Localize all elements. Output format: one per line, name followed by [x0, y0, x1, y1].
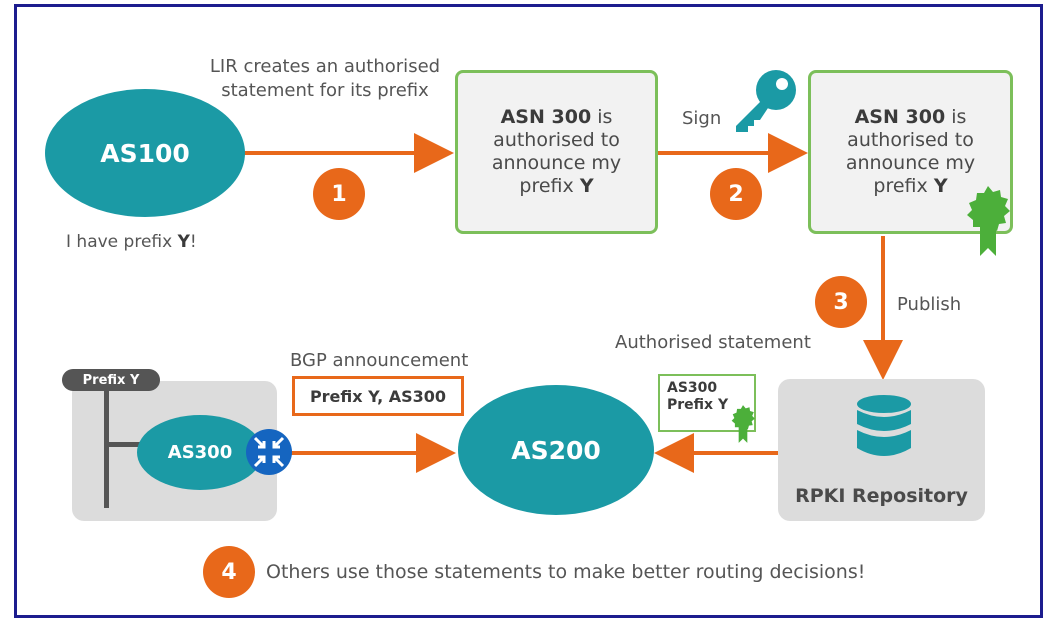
statement2-line2: authorised to	[847, 129, 974, 151]
lir-caption: LIR creates an authorised statement for …	[200, 55, 450, 103]
network-bus-vertical	[104, 390, 109, 508]
statement1-line2: authorised to	[493, 129, 620, 151]
statement2-asn: ASN 300	[854, 106, 946, 128]
authorised-statement-label: Authorised statement	[615, 332, 811, 353]
seal-icon	[731, 405, 755, 443]
step-3-badge: 3	[815, 276, 867, 328]
as200-node: AS200	[458, 385, 654, 515]
prefix-y-tag-label: Prefix Y	[82, 372, 140, 388]
statement2-line4-bold: Y	[933, 175, 948, 197]
certificate-line1: AS300	[667, 380, 718, 396]
as200-label: AS200	[511, 435, 601, 465]
certificate-line2: Prefix Y	[667, 397, 729, 413]
database-icon	[857, 395, 911, 456]
have-prefix-post: !	[189, 232, 197, 252]
bgp-announcement-label: BGP announcement	[290, 350, 469, 371]
router-icon	[246, 429, 292, 475]
statement-box-unsigned: ASN 300 is authorised to announce my pre…	[455, 70, 658, 234]
sign-label: Sign	[682, 108, 722, 129]
rpki-repository-label: RPKI Repository	[795, 485, 968, 507]
step-4-label: 4	[221, 559, 237, 585]
step-2-badge: 2	[710, 168, 762, 220]
lir-caption-line2: statement for its prefix	[221, 80, 429, 101]
as100-label: AS100	[100, 138, 190, 168]
as300-label: AS300	[167, 442, 233, 463]
statement1-line4-bold: Y	[579, 175, 594, 197]
as300-node: AS300	[137, 415, 263, 490]
prefix-y-tag: Prefix Y	[62, 369, 160, 391]
statement1-asn: ASN 300	[500, 106, 592, 128]
bgp-announcement-box: Prefix Y, AS300	[292, 376, 464, 416]
have-prefix-pre: I have prefix	[66, 232, 178, 252]
statement2-is: is	[945, 106, 967, 128]
as100-node: AS100	[45, 89, 245, 217]
certificate-card: AS300 Prefix Y	[658, 374, 756, 432]
statement2-line4-pre: prefix	[873, 175, 934, 197]
statement2-line3: announce my	[845, 152, 976, 174]
seal-icon	[967, 186, 1010, 256]
statement1-line4-pre: prefix	[519, 175, 580, 197]
have-prefix-bold: Y	[177, 232, 190, 252]
statement1-is: is	[591, 106, 613, 128]
publish-label: Publish	[897, 294, 962, 315]
step-3-label: 3	[833, 289, 849, 315]
bgp-box-text: Prefix Y, AS300	[309, 386, 447, 406]
step-1-badge: 1	[313, 168, 365, 220]
footer-text: Others use those statements to make bett…	[266, 561, 866, 583]
step-1-label: 1	[331, 181, 347, 207]
key-icon	[736, 70, 796, 132]
step-4-badge: 4	[203, 546, 255, 598]
have-prefix-text: I have prefix Y!	[66, 232, 197, 252]
statement1-line3: announce my	[491, 152, 622, 174]
lir-caption-line1: LIR creates an authorised	[209, 56, 441, 77]
network-bus-horizontal	[104, 442, 144, 447]
step-2-label: 2	[728, 181, 744, 207]
